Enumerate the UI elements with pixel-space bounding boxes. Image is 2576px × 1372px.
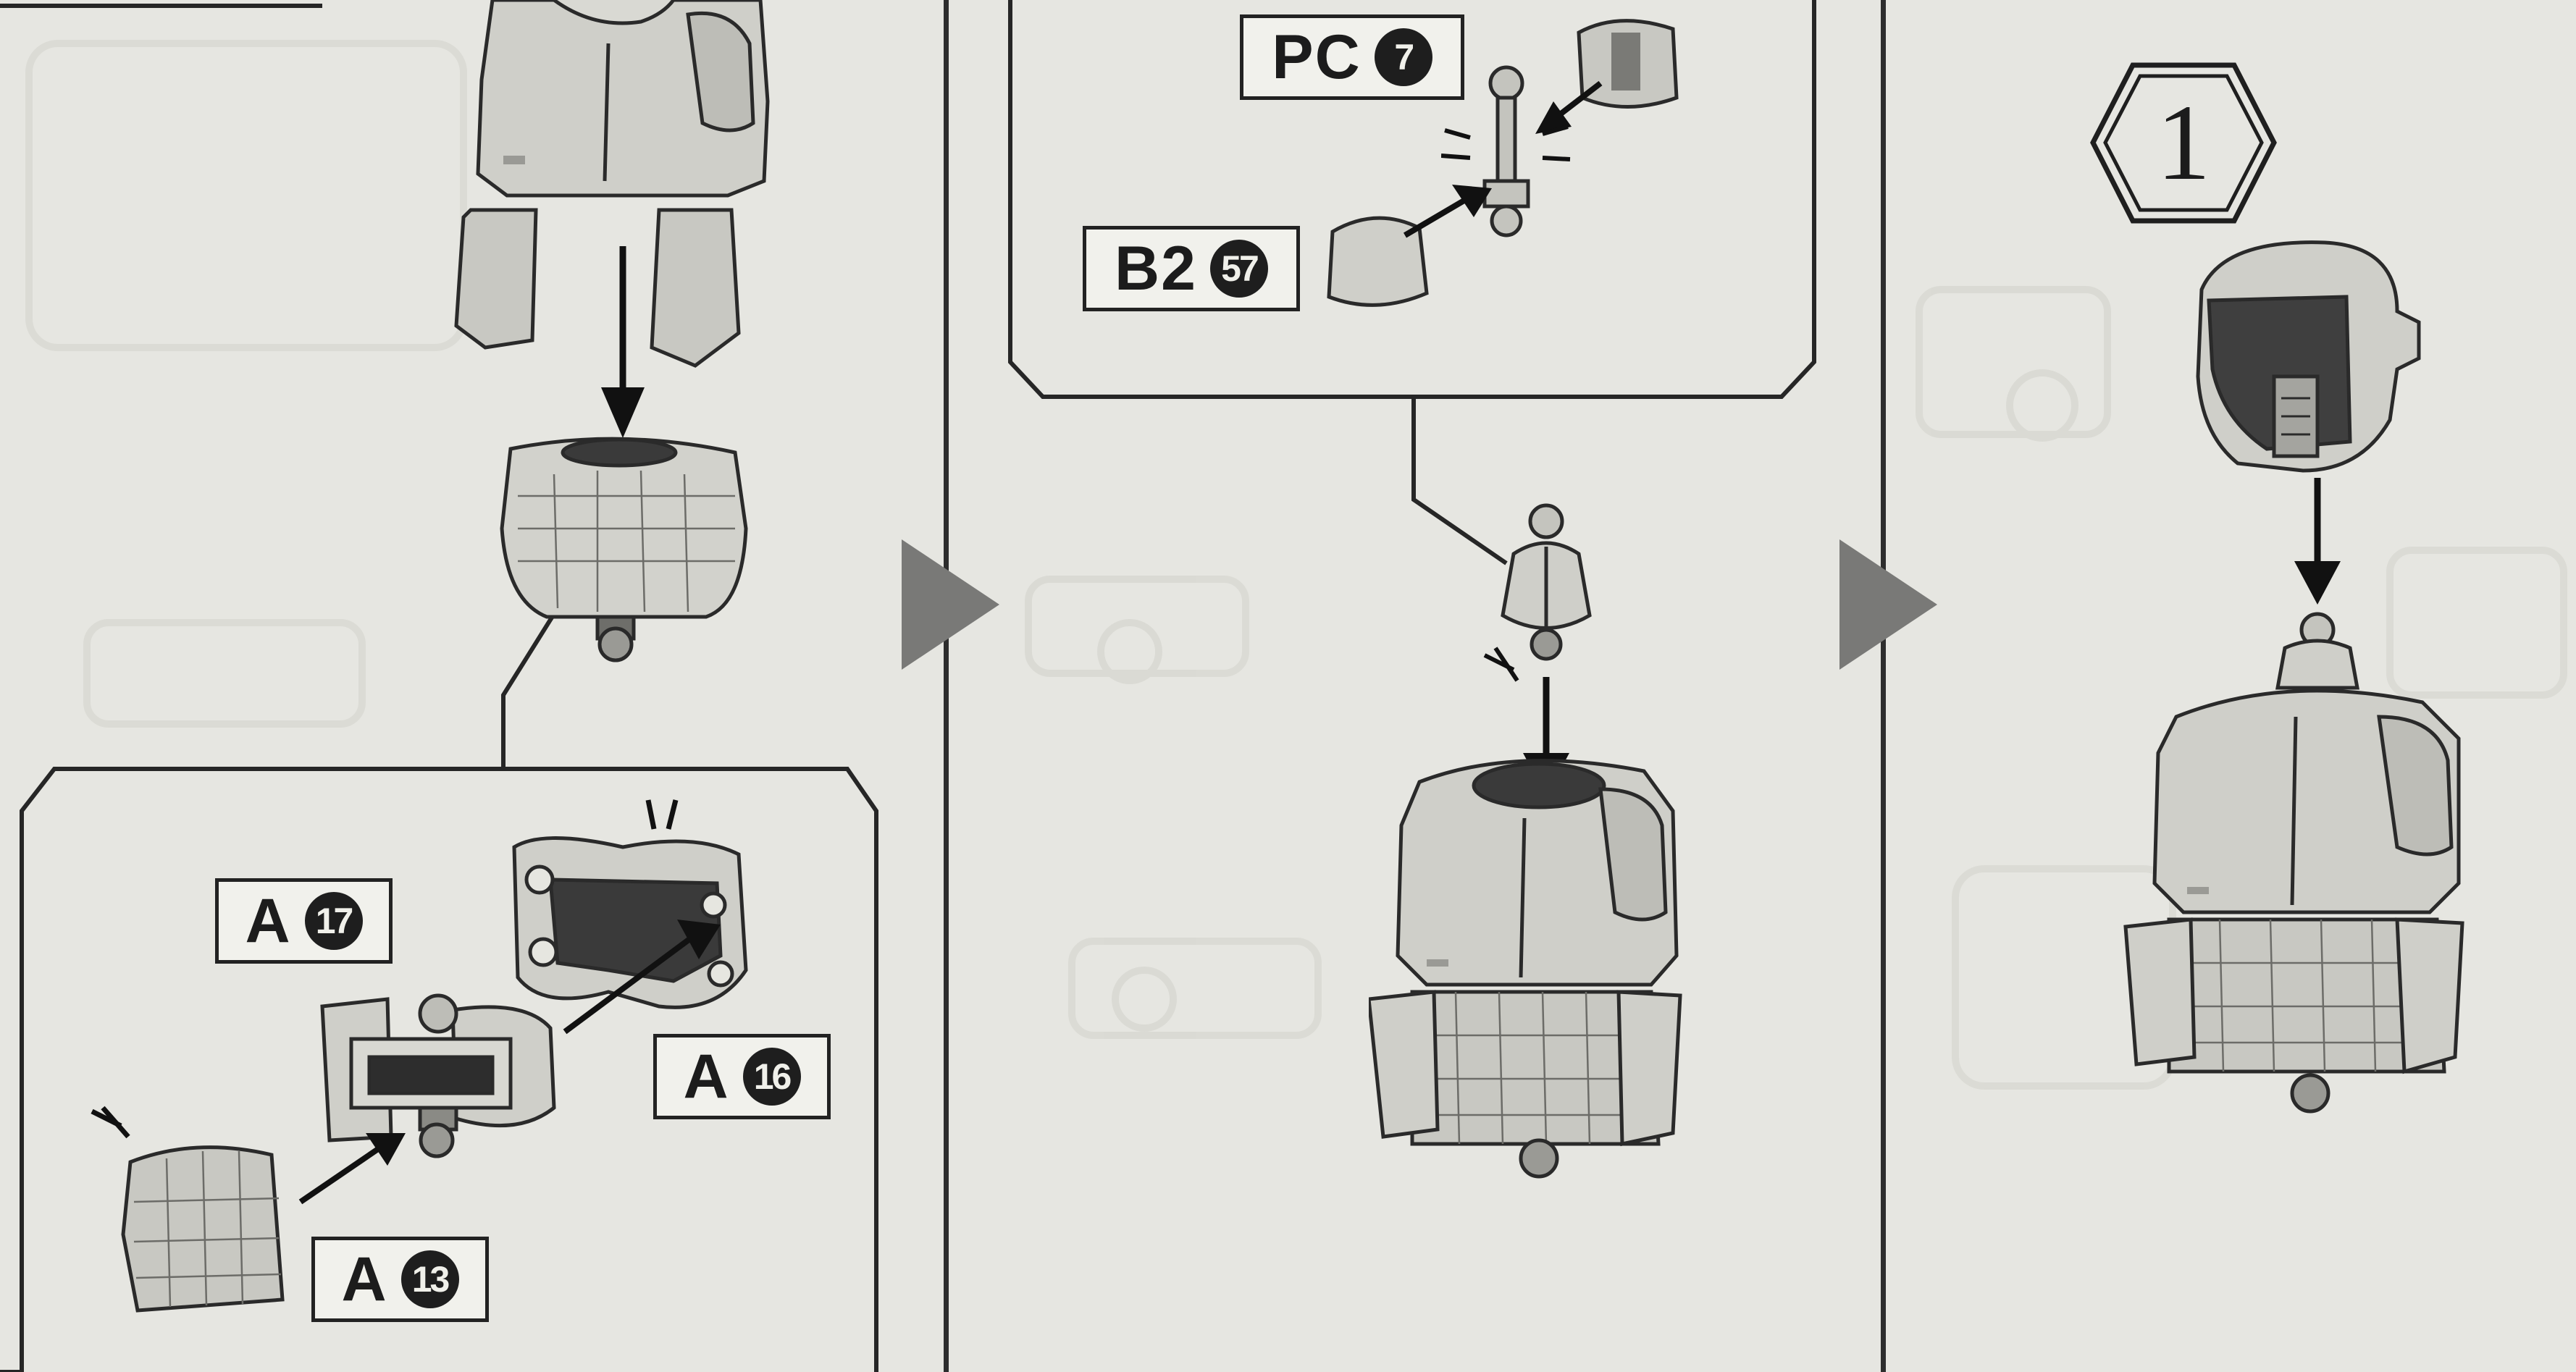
push-arrow-icon (293, 1129, 409, 1209)
finished-torso-part (2118, 608, 2473, 1137)
label-a16: A 16 (653, 1034, 831, 1119)
push-arrow-icon (2288, 478, 2346, 608)
waist-block-part (489, 427, 757, 666)
label-b2-57-code: B2 (1115, 233, 1197, 305)
torso-assembly-part (1369, 738, 1695, 1187)
label-a13: A 13 (311, 1237, 489, 1322)
label-a13-code: A (341, 1244, 387, 1316)
label-b2-57: B2 57 (1083, 226, 1300, 311)
step-arrow-icon (902, 539, 1003, 670)
label-a17-number: 17 (305, 892, 363, 950)
label-pc7-code: PC (1272, 22, 1361, 93)
click-mark-icon (88, 1104, 139, 1148)
click-mark-icon (1441, 123, 1572, 188)
front-skirt-plate-part (116, 1133, 297, 1329)
label-a16-code: A (683, 1041, 729, 1113)
label-pc7-number: 7 (1375, 28, 1432, 86)
label-a16-number: 16 (743, 1048, 801, 1106)
click-mark-icon (641, 796, 684, 833)
scout-helmet-part (2180, 232, 2433, 485)
label-a17-code: A (245, 885, 291, 957)
push-arrow-icon (1401, 181, 1495, 239)
label-b2-57-number: 57 (1210, 240, 1268, 298)
label-a13-number: 13 (401, 1250, 459, 1308)
push-arrow-icon (594, 246, 652, 442)
label-pc7: PC 7 (1240, 14, 1464, 100)
label-a17: A 17 (215, 878, 393, 964)
step-number: 1 (2089, 74, 2278, 211)
push-arrow-icon (558, 916, 724, 1039)
step-arrow-icon (1839, 539, 1941, 670)
